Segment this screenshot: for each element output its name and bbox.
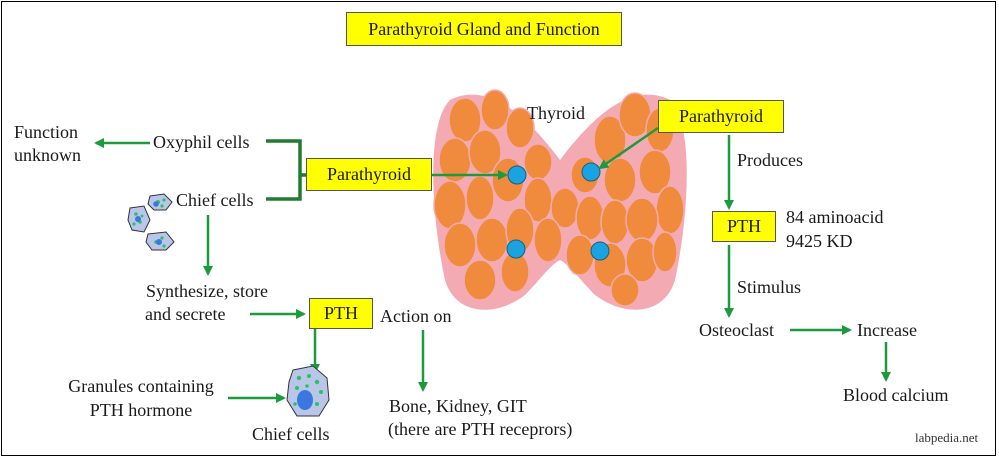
parathyroid-dot-lower-right <box>590 241 610 261</box>
parathyroid-dot-upper-right <box>581 162 601 182</box>
parathyroid-label-left: Parathyroid <box>306 158 432 191</box>
chief-cells-bottom-label: Chief cells <box>252 424 330 444</box>
granules-line2: PTH hormone <box>89 400 193 420</box>
arrow-parathyroid-label-to-gland <box>598 126 659 170</box>
chief-cell-illustration-large <box>286 365 330 417</box>
synthesize-line2: and secrete <box>145 304 226 324</box>
produces-label: Produces <box>737 150 803 170</box>
pth-label-right: PTH <box>712 211 776 242</box>
parathyroid-dot-lower-left <box>506 239 526 259</box>
cells-bracket <box>266 139 306 201</box>
function-unknown-line1: Function <box>14 122 79 142</box>
kd-label: 9425 KD <box>786 231 853 251</box>
targets-line1: Bone, Kidney, GIT <box>389 396 527 416</box>
cell-nucleus <box>297 390 313 410</box>
chief-cells-illustration-small <box>127 193 175 251</box>
thyroid-label: Thyroid <box>527 103 585 123</box>
parathyroid-dot-upper-left <box>507 165 527 185</box>
chief-cells-label: Chief cells <box>176 190 254 210</box>
oxyphil-cells-label: Oxyphil cells <box>153 132 250 152</box>
action-on-label: Action on <box>380 306 452 326</box>
watermark: labpedia.net <box>915 430 979 445</box>
blood-calcium-label: Blood calcium <box>843 385 949 405</box>
thyroid-lobules <box>433 89 685 307</box>
increase-label: Increase <box>857 320 917 340</box>
targets-line2: (there are PTH receprors) <box>388 419 573 439</box>
pth-label-left: PTH <box>309 298 373 329</box>
function-unknown-line2: unknown <box>14 145 81 165</box>
aminoacid-label: 84 aminoacid <box>786 207 884 227</box>
osteoclast-label: Osteoclast <box>699 320 774 340</box>
parathyroid-glands <box>506 162 610 261</box>
synthesize-line1: Synthesize, store <box>146 281 268 301</box>
thyroid-illustration <box>433 89 687 310</box>
parathyroid-label-right: Parathyroid <box>658 100 784 133</box>
granules-line1: Granules containing <box>68 376 214 396</box>
diagram-title: Parathyroid Gland and Function <box>346 12 622 46</box>
stimulus-label: Stimulus <box>737 277 802 297</box>
